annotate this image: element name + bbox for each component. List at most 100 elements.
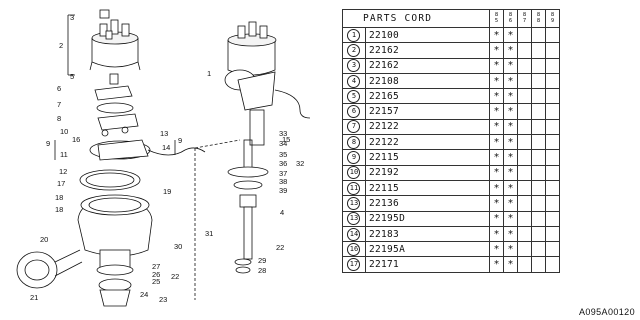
- year-mark: [545, 149, 560, 166]
- row-number-cell: 2: [342, 42, 366, 59]
- callout: 23: [159, 295, 167, 304]
- callout: 6: [57, 84, 61, 93]
- vacuum-advance-unit: [16, 249, 83, 289]
- year-mark: [545, 210, 560, 227]
- year-mark: [531, 134, 546, 151]
- year-mark: [531, 103, 546, 120]
- callout: 32: [296, 159, 304, 168]
- row-number-cell: 7: [342, 118, 366, 136]
- callout: 17: [57, 179, 65, 188]
- year-mark: *: [503, 241, 518, 258]
- year-mark: *: [489, 256, 504, 273]
- part-code: 22115: [364, 149, 491, 166]
- year-mark: [545, 103, 560, 120]
- year-mark: *: [503, 134, 518, 151]
- row-number-cell: 9: [342, 149, 366, 166]
- callout: 19: [163, 187, 171, 196]
- callout: 29: [258, 256, 266, 265]
- year-mark: [517, 195, 532, 212]
- year-mark: *: [489, 42, 504, 59]
- distributor-cap: [89, 9, 141, 71]
- callout: 7: [57, 100, 61, 109]
- part-code: 22122: [364, 134, 491, 151]
- row-number: 8: [347, 135, 361, 149]
- row-number-cell: 5: [342, 88, 366, 105]
- callout: 33: [279, 129, 287, 138]
- callout: 38: [279, 177, 287, 186]
- year-mark: [545, 225, 560, 243]
- year-mark: *: [503, 164, 518, 181]
- callout: 22: [276, 243, 284, 252]
- year-mark: [531, 149, 546, 166]
- part-code: 22157: [364, 103, 491, 120]
- year-mark: [517, 88, 532, 105]
- part-code: 22115: [364, 179, 491, 197]
- year-mark: [517, 57, 532, 74]
- year-mark: [545, 88, 560, 105]
- year-mark: [531, 225, 546, 243]
- callout-labels: 1 2 3 4 5 6 7 8 9 9 10 11 12 13 14 15 16…: [30, 13, 304, 304]
- part-code: 22162: [364, 57, 491, 74]
- callout: 9: [46, 139, 50, 148]
- callout: 15: [282, 135, 290, 144]
- breaker-plate: [79, 139, 206, 191]
- part-code: 22183: [364, 225, 491, 243]
- callout: 37: [279, 169, 287, 178]
- part-code: 22195D: [364, 210, 491, 227]
- callout: 14: [162, 143, 170, 152]
- year-mark: [517, 210, 532, 227]
- year-mark: [517, 134, 532, 151]
- year-mark: [517, 103, 532, 120]
- callout: 20: [40, 235, 48, 244]
- year-mark: *: [489, 103, 504, 120]
- callout: 2: [59, 41, 63, 50]
- shaft-assembly: [227, 139, 269, 274]
- year-mark: [531, 195, 546, 212]
- year-mark: [517, 256, 532, 273]
- row-number: 5: [347, 89, 361, 103]
- callout: 24: [140, 290, 148, 299]
- row-number: 13: [347, 212, 361, 226]
- callout: 11: [60, 150, 68, 159]
- callout: 31: [205, 229, 213, 238]
- row-number-cell: 4: [342, 72, 366, 90]
- row-number-cell: 8: [342, 134, 366, 151]
- year-mark: *: [503, 26, 518, 44]
- callout: 35: [279, 150, 287, 159]
- callout: 34: [279, 139, 287, 148]
- part-code: 22136: [364, 195, 491, 212]
- part-code: 22171: [364, 256, 491, 273]
- row-number: 17: [347, 258, 361, 272]
- year-mark: [545, 179, 560, 197]
- callout: 25: [152, 277, 160, 286]
- year-mark: *: [503, 149, 518, 166]
- row-number-cell: 17: [342, 256, 366, 273]
- row-number-cell: 13: [342, 210, 366, 227]
- year-mark: *: [489, 241, 504, 258]
- year-mark: [545, 57, 560, 74]
- callout: 8: [57, 114, 61, 123]
- year-mark: *: [489, 118, 504, 136]
- part-code: 22122: [364, 118, 491, 136]
- year-mark: [531, 72, 546, 90]
- part-code: 22100: [364, 26, 491, 44]
- year-mark: *: [503, 179, 518, 197]
- row-number: 1: [347, 28, 361, 42]
- part-code: 22162: [364, 42, 491, 59]
- year-mark: *: [489, 26, 504, 44]
- callout: 18: [55, 193, 63, 202]
- year-mark: [545, 256, 560, 273]
- row-number: 3: [347, 59, 361, 73]
